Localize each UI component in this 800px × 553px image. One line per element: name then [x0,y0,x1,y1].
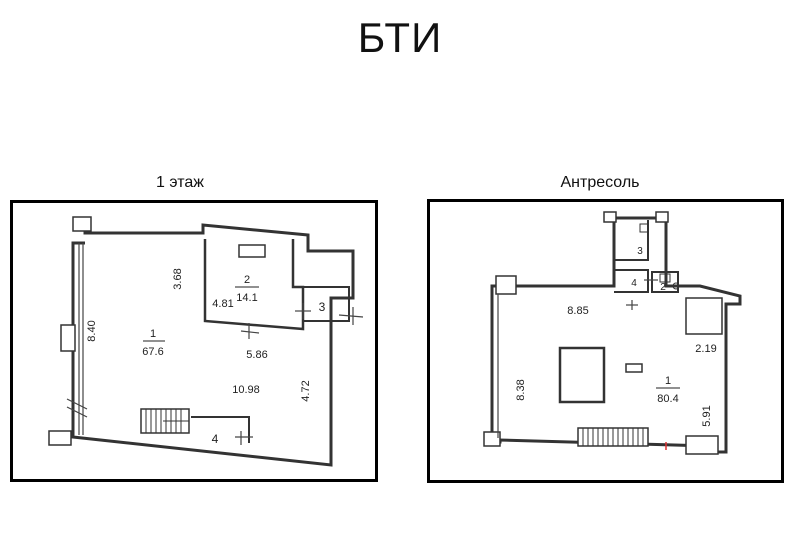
room-2-area: 14.1 [236,292,257,304]
mezzanine-caption: Антресоль [560,174,640,191]
dimension-label: 10.98 [232,384,260,396]
room-1-number: 1 [150,328,156,340]
column [625,363,643,373]
first-floor-plan-frame: 1 67.6 2 14.1 3 4 3.68 4.81 8.40 5.86 10… [10,200,378,482]
pillar [655,211,669,223]
room-1-area: 80.4 [657,393,678,405]
room-1-area: 67.6 [142,346,163,358]
pillar [685,297,723,335]
page-title: БТИ [357,14,443,61]
pillar [238,244,266,258]
door-mark [240,330,260,334]
room-4-wall [614,269,649,293]
room-1-number: 1 [665,375,671,387]
stairs [140,408,190,434]
room-3-wall [303,286,350,322]
door-mark [338,314,364,318]
dimension-label: 4.72 [300,380,312,401]
door-mark [66,406,88,418]
first-floor-caption: 1 этаж [156,174,204,191]
dimension-label: 5.91 [701,405,713,426]
dimension-label: 2.19 [695,343,716,355]
stairs [577,427,649,447]
pillar [685,435,719,455]
dimension-label: 8.40 [86,320,98,341]
toilet-icon [639,223,649,233]
pillar [483,431,501,447]
sink-icon [659,273,671,283]
door-mark [66,398,88,410]
room-2-number: 2 [244,274,250,286]
dimension-label: 5.86 [246,349,267,361]
pillar [495,275,517,295]
room-2-wall [651,271,679,293]
room-3-number: 3 [637,246,643,257]
toilet-icon [672,282,680,290]
mezzanine-plan: 1 80.4 2 3 4 8.85 2.19 8.38 5.91 [483,211,742,455]
pillar [60,324,76,352]
room-4-number: 4 [631,278,637,289]
room-2-number: 2 [660,282,666,293]
room-3-wall [614,220,649,261]
dimension-label: 8.85 [567,305,588,317]
room-4-number: 4 [212,432,219,446]
dimension-label: 8.38 [515,379,527,400]
pillar [48,430,72,446]
dimension-label: 3.68 [172,268,184,289]
mezzanine-plan-frame: 1 80.4 2 3 4 8.85 2.19 8.38 5.91 [427,199,784,483]
first-floor-plan: 1 67.6 2 14.1 3 4 3.68 4.81 8.40 5.86 10… [48,216,364,467]
pillar [603,211,617,223]
room-3-number: 3 [319,300,326,314]
dimension-label: 4.81 [212,298,233,310]
central-opening [558,346,606,404]
room-4-wall [191,416,250,443]
outer-wall [71,223,355,467]
pillar [72,216,92,232]
